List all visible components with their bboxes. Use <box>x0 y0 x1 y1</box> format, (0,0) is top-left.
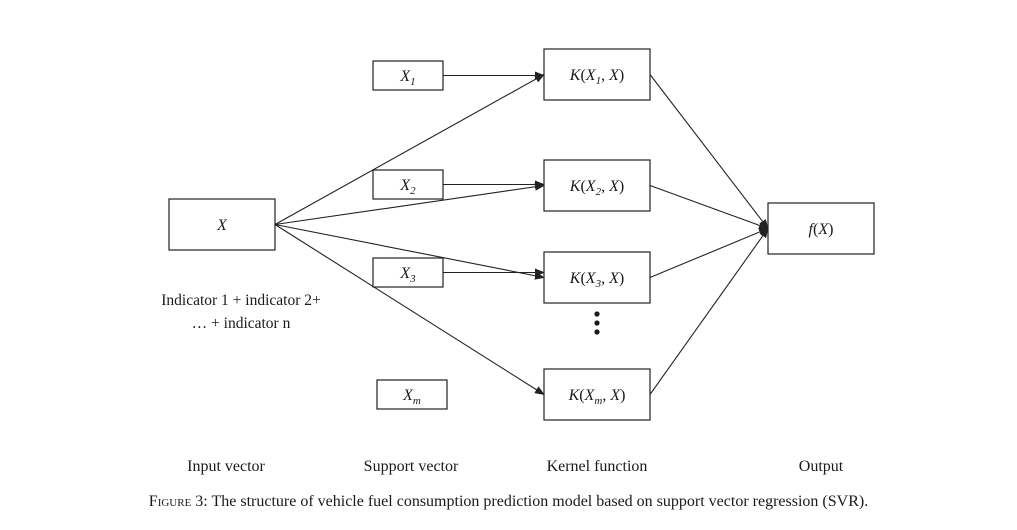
support-vector-box-2 <box>372 169 444 200</box>
edge-input-to-kernel-1 <box>274 74 545 225</box>
kernel-function-box-4 <box>543 368 651 421</box>
edge-input-to-kernel-4 <box>274 224 545 396</box>
edge-input-to-kernel-3 <box>274 223 545 280</box>
edge-kernel-4-to-output <box>649 227 769 395</box>
kernel-function-box-3 <box>543 251 651 304</box>
edge-input-to-kernel-2 <box>274 182 545 226</box>
kernel-function-label-2: K(X2, X) <box>569 178 624 198</box>
caption-text: The structure of vehicle fuel consumptio… <box>211 493 869 510</box>
column-label-support-vector: Support vector <box>364 458 459 475</box>
kernel-function-label-4: K(Xm, X) <box>568 387 626 407</box>
input-note-line-2: … + indicator n <box>192 315 291 332</box>
input-vector-box <box>168 198 276 251</box>
support-vector-box-3 <box>372 257 444 288</box>
support-vector-label-3: X3 <box>399 265 416 285</box>
column-label-input-vector: Input vector <box>187 458 265 475</box>
kernel-function-label-1: K(X1, X) <box>569 67 624 87</box>
ellipsis-indicator: ⋮ <box>594 311 600 335</box>
ellipsis-dot <box>594 311 600 317</box>
support-vector-label-4: Xm <box>402 387 421 407</box>
support-vector-label-2: X2 <box>399 177 416 197</box>
support-vector-label-1: X1 <box>399 68 415 88</box>
kernel-function-label-3: K(X3, X) <box>569 270 624 290</box>
ellipsis-dot <box>594 320 600 326</box>
support-vector-box-4 <box>376 379 448 410</box>
column-label-output: Output <box>799 458 844 475</box>
edges-layer <box>274 71 769 396</box>
edge-kernel-1-to-output <box>649 74 769 230</box>
output-label: f(X) <box>809 221 834 238</box>
figure-label: Figure 3: <box>148 493 208 510</box>
column-label-kernel-function: Kernel function <box>547 458 648 475</box>
kernel-function-box-2 <box>543 159 651 212</box>
figure-caption: Figure 3: The structure of vehicle fuel … <box>0 493 1017 511</box>
input-note-line-1: Indicator 1 + indicator 2+ <box>161 292 321 309</box>
support-vector-box-1 <box>372 60 444 91</box>
input-vector-label: X <box>216 217 228 234</box>
ellipsis-dot <box>594 329 600 335</box>
edge-kernel-2-to-output <box>649 184 769 230</box>
kernel-function-box-1 <box>543 48 651 101</box>
boxes-layer <box>168 48 875 421</box>
output-box <box>767 202 875 255</box>
edge-kernel-3-to-output <box>649 227 769 279</box>
